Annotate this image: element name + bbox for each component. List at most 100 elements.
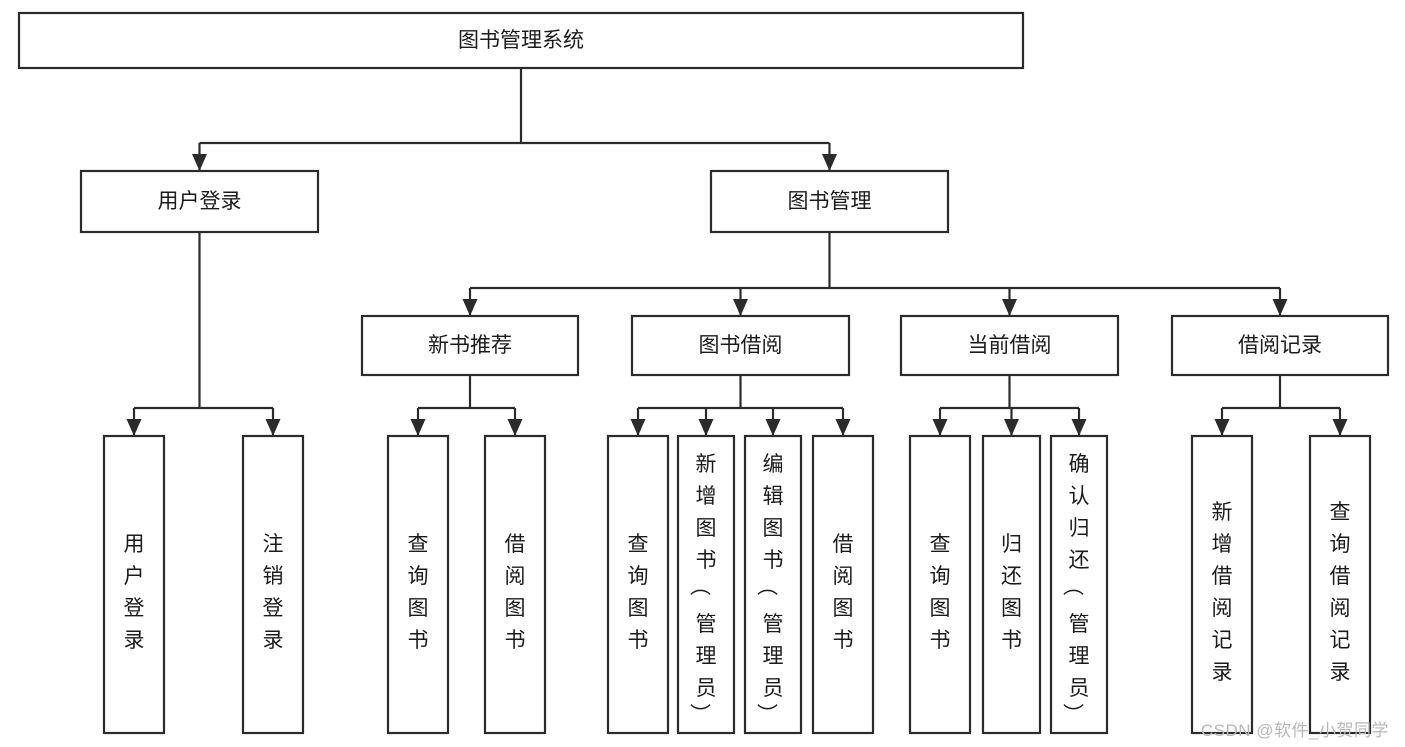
arrow-head-icon <box>733 299 748 316</box>
node-label-char-leaf-borrow-book-rec: 阅 <box>505 565 526 588</box>
node-label-char-leaf-confirm-return-admin: 管 <box>1069 613 1090 636</box>
node-label-char-leaf-add-book-admin: 增 <box>696 485 717 508</box>
node-label-char-leaf-add-borrow-record: 录 <box>1212 661 1233 684</box>
node-label-char-leaf-confirm-return-admin: 员 <box>1069 677 1090 700</box>
node-label-char-leaf-query-book-current: 图 <box>930 597 951 620</box>
arrow-head-icon <box>192 154 207 171</box>
node-box-leaf-return-book <box>981 434 1042 735</box>
node-label-char-leaf-add-book-admin: 理 <box>696 645 717 668</box>
node-label-char-leaf-add-book-admin: 书 <box>696 549 717 572</box>
node-label-char-leaf-query-book-borrow: 书 <box>628 629 649 652</box>
node-label-char-leaf-borrow-book: 书 <box>833 629 854 652</box>
node-book-manage[interactable]: 图书管理 <box>709 169 950 234</box>
node-label-book-manage: 图书管理 <box>788 190 872 213</box>
node-label-char-leaf-add-book-admin: ） <box>687 703 710 724</box>
node-user-login[interactable]: 用户登录 <box>79 169 320 234</box>
node-label-book-borrow: 图书借阅 <box>699 334 783 357</box>
node-label-char-leaf-confirm-return-admin: ） <box>1060 703 1083 724</box>
node-box-borrow-record <box>1170 314 1390 377</box>
node-label-char-leaf-confirm-return-admin: 认 <box>1069 485 1090 508</box>
node-label-char-leaf-borrow-book: 阅 <box>833 565 854 588</box>
node-label-char-leaf-query-book-borrow: 查 <box>628 533 649 556</box>
node-label-user-login: 用户登录 <box>158 190 242 213</box>
node-label-char-leaf-borrow-book: 图 <box>833 597 854 620</box>
arrow-head-icon <box>630 419 646 436</box>
arrow-head-icon <box>410 419 426 436</box>
node-current-borrow[interactable]: 当前借阅 <box>899 314 1120 377</box>
node-label-char-leaf-confirm-return-admin: 归 <box>1069 517 1090 540</box>
node-root[interactable]: 图书管理系统 <box>17 11 1025 70</box>
node-label-char-leaf-confirm-return-admin: 确 <box>1069 453 1090 476</box>
arrow-head-icon <box>765 419 781 436</box>
node-label-char-leaf-query-book-current: 询 <box>930 565 951 588</box>
node-box-leaf-add-book-admin <box>676 434 736 735</box>
node-leaf-user-login[interactable]: 用户登录 <box>102 434 166 735</box>
node-label-char-leaf-user-login: 户 <box>124 565 145 588</box>
node-label-char-leaf-query-borrow-record: 录 <box>1330 661 1351 684</box>
arrow-head-icon <box>1002 299 1017 316</box>
node-label-char-leaf-return-book: 还 <box>1001 565 1022 588</box>
node-borrow-record[interactable]: 借阅记录 <box>1170 314 1390 377</box>
node-label-char-leaf-edit-book-admin: 理 <box>763 645 784 668</box>
node-box-current-borrow <box>899 314 1120 377</box>
node-label-new-book-recommend: 新书推荐 <box>428 334 512 357</box>
node-label-char-leaf-add-book-admin: 图 <box>696 517 717 540</box>
node-label-char-leaf-return-book: 图 <box>1001 597 1022 620</box>
arrow-head-icon <box>822 154 837 171</box>
node-label-root: 图书管理系统 <box>458 29 584 52</box>
node-book-borrow[interactable]: 图书借阅 <box>630 314 851 377</box>
node-label-char-leaf-query-book-borrow: 询 <box>628 565 649 588</box>
node-box-leaf-logout <box>241 434 305 735</box>
node-label-char-leaf-borrow-book: 借 <box>833 533 854 556</box>
node-label-char-leaf-add-borrow-record: 增 <box>1212 533 1233 556</box>
node-label-char-leaf-user-login: 用 <box>124 533 145 556</box>
node-label-char-leaf-add-borrow-record: 阅 <box>1212 597 1233 620</box>
node-box-leaf-query-borrow-record <box>1308 434 1372 735</box>
node-label-char-leaf-edit-book-admin: （ <box>754 575 777 596</box>
node-new-book-recommend[interactable]: 新书推荐 <box>360 314 580 377</box>
node-box-leaf-user-login <box>102 434 166 735</box>
node-label-char-leaf-query-book-rec: 询 <box>408 565 429 588</box>
node-box-leaf-add-borrow-record <box>1190 434 1254 735</box>
node-label-char-leaf-confirm-return-admin: 还 <box>1069 549 1090 572</box>
node-label-char-leaf-add-book-admin: 新 <box>696 453 717 476</box>
node-label-char-leaf-query-borrow-record: 查 <box>1330 501 1351 524</box>
node-label-char-leaf-query-book-current: 查 <box>930 533 951 556</box>
node-label-char-leaf-query-borrow-record: 阅 <box>1330 597 1351 620</box>
node-label-char-leaf-edit-book-admin: 员 <box>763 677 784 700</box>
arrow-head-icon <box>698 419 714 436</box>
node-label-borrow-record: 借阅记录 <box>1238 334 1322 357</box>
node-label-char-leaf-edit-book-admin: 辑 <box>763 485 784 508</box>
node-label-char-leaf-user-login: 登 <box>124 597 145 620</box>
node-box-user-login <box>79 169 320 234</box>
csdn-watermark: CSDN @软件_小贺同学 <box>1200 721 1389 740</box>
node-label-char-leaf-query-book-rec: 图 <box>408 597 429 620</box>
node-label-char-leaf-query-book-borrow: 图 <box>628 597 649 620</box>
arrow-head-icon <box>1332 419 1348 436</box>
arrow-head-icon <box>835 419 851 436</box>
node-box-leaf-borrow-book-rec <box>483 434 547 735</box>
node-label-char-leaf-confirm-return-admin: （ <box>1060 575 1083 596</box>
node-label-char-leaf-add-book-admin: （ <box>687 575 710 596</box>
node-box-book-manage <box>709 169 950 234</box>
arrow-head-icon <box>126 419 142 436</box>
node-label-char-leaf-edit-book-admin: 管 <box>763 613 784 636</box>
arrow-head-icon <box>1004 419 1019 436</box>
node-label-char-leaf-edit-book-admin: 图 <box>763 517 784 540</box>
arrow-head-icon <box>1071 419 1087 436</box>
node-label-char-leaf-edit-book-admin: 书 <box>763 549 784 572</box>
node-box-root <box>17 11 1025 70</box>
arrow-head-icon <box>462 299 478 316</box>
